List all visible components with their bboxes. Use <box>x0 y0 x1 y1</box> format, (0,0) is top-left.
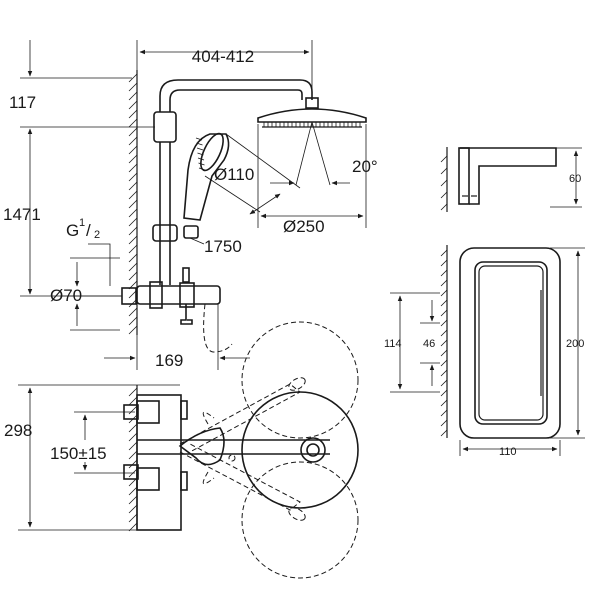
wall-hatch-line <box>128 441 138 451</box>
wall-hatch-line <box>440 329 448 337</box>
shelf-mount-inner-label: 46 <box>423 338 435 350</box>
wall-offset-label: 169 <box>155 351 183 370</box>
wall-hatch-line <box>128 432 138 442</box>
wall-hatch-line <box>440 349 448 357</box>
thermostat-mixer: G 1 / 2 Ø70 <box>50 217 233 353</box>
hand-nozzle <box>196 142 203 146</box>
wall-hatch-line <box>128 127 138 137</box>
height-dimensions: 117 1471 <box>3 40 155 297</box>
wall-hatch-line <box>128 396 138 406</box>
hand-diameter-label: Ø110 <box>214 165 254 184</box>
plan-thermostat <box>123 394 330 531</box>
wall-hatch-line <box>128 244 138 254</box>
wall-hatch-line <box>128 271 138 281</box>
wall-hatch-line <box>128 325 138 335</box>
wall-hatch-line <box>128 450 138 460</box>
wall-hatch-line <box>440 299 448 307</box>
wall-hatch-line <box>440 419 448 427</box>
wall-hatch-line <box>128 423 138 433</box>
plan-wall <box>128 385 138 532</box>
svg-text:/: / <box>86 221 91 240</box>
total-height-label: 1471 <box>3 205 41 224</box>
arm-reach-dimension: 404-412 <box>136 40 313 95</box>
wall-hatch-line <box>128 163 138 173</box>
wall-hatch-line <box>440 269 448 277</box>
wall-hatch-line <box>128 82 138 92</box>
wall-hatch-line <box>128 405 138 415</box>
wall-hatch-line <box>128 495 138 505</box>
wall-hatch-line <box>128 145 138 155</box>
shelf-front-view: 114 46 200 110 <box>384 245 585 458</box>
wall-hatch-line <box>440 279 448 287</box>
shelf-side-view: 60 <box>440 147 582 212</box>
hose-length-label: 1750 <box>204 237 242 256</box>
shelf-length-label: 200 <box>566 338 584 350</box>
wall-hatch-line <box>128 190 138 200</box>
thread-num-label: 1 <box>79 217 85 229</box>
wall-hatch-line <box>128 316 138 326</box>
arm-reach-label: 404-412 <box>192 47 254 66</box>
wall-hatch-line <box>128 504 138 514</box>
wall-hatch-line <box>440 389 448 397</box>
wall-hatch-line <box>128 226 138 236</box>
wall-hatch-line <box>128 208 138 218</box>
wall-hatch-line <box>128 307 138 317</box>
shower-riser <box>152 79 313 285</box>
wall-hatch-line <box>128 73 138 83</box>
wall-hatch-line <box>128 154 138 164</box>
plan-dimensions: 298 150±15 <box>4 384 180 531</box>
wall-hatch-line <box>128 235 138 245</box>
rosette-diameter-label: Ø70 <box>50 286 82 305</box>
wall-hatch-line <box>128 387 138 397</box>
overhead-shower-head: Ø250 20° <box>257 97 378 236</box>
thread-den-label: 2 <box>94 229 100 241</box>
wall-hatch-line <box>128 181 138 191</box>
plan-swing-ghosts <box>179 321 359 579</box>
wall-hatch-line <box>128 486 138 496</box>
wall-hatch-line <box>440 309 448 317</box>
hand-shower: Ø110 1750 <box>183 132 301 256</box>
hand-nozzle <box>198 167 206 171</box>
wall-hatch-line <box>128 172 138 182</box>
hand-nozzle <box>196 147 204 151</box>
wall-hatch-line <box>440 379 448 387</box>
wall-hatch-line <box>128 109 138 119</box>
plan-spacing-label: 150±15 <box>50 444 107 463</box>
shelf-mount-outer-label: 114 <box>384 338 402 350</box>
wall-hatch-line <box>128 199 138 209</box>
shelf-height-label: 60 <box>569 173 581 185</box>
plan-depth-label: 298 <box>4 421 32 440</box>
hand-nozzle <box>195 137 203 141</box>
head-diameter-label: Ø250 <box>283 217 325 236</box>
wall-hatch-line <box>440 369 448 377</box>
wall-hatch-line <box>440 399 448 407</box>
wall-hatch-line <box>440 319 448 327</box>
shelf-width-label: 110 <box>499 446 517 458</box>
wall-hatch-line <box>128 217 138 227</box>
thread-main-label: G <box>66 221 79 240</box>
wall-hatch-line <box>128 253 138 263</box>
angle-label: 20° <box>352 157 378 176</box>
wall-hatch-line <box>440 339 448 347</box>
wall-hatch-line <box>440 259 448 267</box>
wall-hatch-line <box>128 262 138 272</box>
wall-hatch-line <box>440 289 448 297</box>
wall-hatch-line <box>440 409 448 417</box>
top-offset-label: 117 <box>9 93 36 112</box>
wall-hatch-line <box>440 359 448 367</box>
hand-nozzle <box>197 152 204 156</box>
wall-offset-dimension: 169 <box>104 304 250 370</box>
wall-hatch-line <box>128 136 138 146</box>
hand-nozzle <box>197 157 205 161</box>
wall-hatch-line <box>128 118 138 128</box>
wall-hatch-line <box>440 429 448 437</box>
wall-hatch-line <box>440 249 448 257</box>
plan-shower-head <box>178 391 359 509</box>
wall-hatch-line <box>128 91 138 101</box>
hand-nozzle <box>198 162 205 166</box>
wall-hatch-line <box>128 459 138 469</box>
wall-hatch-line <box>128 513 138 523</box>
wall-hatch-line <box>128 100 138 110</box>
